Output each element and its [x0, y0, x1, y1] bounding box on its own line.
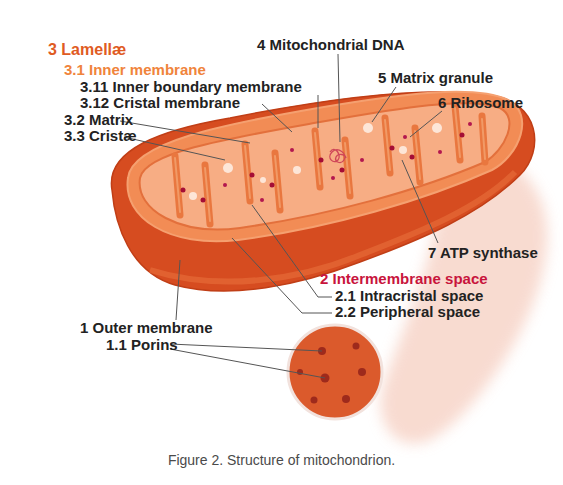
part-label: 2 Intermembrane space: [320, 270, 488, 288]
leader-line: [402, 160, 438, 243]
crista: [415, 128, 420, 182]
part-label: 2.2 Peripheral space: [335, 303, 480, 321]
porin: [342, 395, 350, 403]
matrix-granule: [293, 166, 301, 174]
matrix-granule: [223, 163, 233, 173]
crista: [385, 118, 390, 173]
crista: [175, 156, 180, 215]
porin: [311, 397, 318, 404]
atp-synthase: [460, 133, 465, 138]
matrix-granule: [399, 146, 407, 154]
leader-line: [372, 87, 396, 122]
leader-line: [170, 344, 322, 351]
atp-synthase: [270, 183, 275, 188]
ribosome: [223, 183, 227, 187]
part-label: 3.11 Inner boundary membrane: [80, 78, 302, 96]
part-label: 3.2 Matrix: [64, 111, 133, 129]
atp-synthase: [319, 158, 324, 163]
crista-lumen: [345, 143, 350, 193]
part-label: 3.12 Cristal membrane: [80, 94, 240, 112]
part-label: 7 ATP synthase: [428, 244, 538, 262]
intermembrane-space: [127, 92, 522, 241]
part-label: 6 Ribosome: [438, 94, 523, 112]
leader-line: [232, 238, 332, 313]
crista: [455, 106, 460, 160]
ribosome: [438, 150, 442, 154]
part-label: 1.1 Porins: [106, 336, 178, 354]
porin-magnifier: [288, 325, 382, 419]
atp-synthase: [340, 168, 345, 173]
ribosome: [468, 122, 472, 126]
crista: [205, 165, 210, 224]
crista-lumen: [175, 158, 180, 212]
crista: [345, 140, 350, 196]
atp-synthase: [181, 188, 186, 193]
leader-line: [338, 54, 340, 142]
leader-line: [410, 111, 442, 137]
atp-synthase: [410, 155, 415, 160]
crista-lumen: [482, 119, 485, 159]
crista-lumen: [415, 131, 420, 179]
part-label: 2.1 Intracristal space: [335, 287, 483, 305]
matrix-granule: [363, 123, 373, 133]
outer-membrane: [111, 92, 534, 291]
crista: [275, 153, 280, 210]
matrix-granules: [189, 123, 442, 200]
crista-lumen: [275, 156, 280, 207]
crista: [245, 144, 250, 201]
part-label: 5 Matrix granule: [378, 69, 493, 87]
porin: [358, 368, 366, 376]
matrix: [140, 103, 510, 229]
porins: [297, 343, 366, 404]
porin: [353, 343, 360, 350]
atp-synthase: [201, 198, 206, 203]
crista-lumen: [455, 108, 460, 157]
crista: [482, 116, 485, 162]
ribosomes: [223, 122, 472, 202]
part-label: 3.1 Inner membrane: [64, 61, 206, 79]
crista-lumen: [205, 168, 210, 221]
cristae: [175, 106, 485, 224]
cristae-lumen: [175, 108, 485, 221]
atp-synthase: [390, 146, 395, 151]
leader-line: [318, 95, 319, 128]
crista-lumen: [245, 146, 250, 198]
matrix-granule: [432, 123, 442, 133]
leader-line: [124, 137, 225, 160]
ribosome: [331, 176, 335, 180]
mitochondrial-dna: [330, 149, 346, 162]
atp-synthase: [250, 173, 255, 178]
leader-line: [262, 104, 292, 132]
ribosome: [360, 158, 364, 162]
part-label: 1 Outer membrane: [80, 319, 213, 337]
crista-lumen: [385, 120, 390, 170]
part-label: 3 Lamellæ: [48, 41, 126, 59]
atp-synthases: [181, 133, 465, 203]
matrix-granule: [260, 177, 266, 183]
matrix-granule: [189, 192, 197, 200]
part-label: 4 Mitochondrial DNA: [257, 36, 405, 54]
ribosome: [290, 148, 294, 152]
ribosome: [403, 135, 407, 139]
leader-line: [120, 121, 250, 143]
figure-caption: Figure 2. Structure of mitochondrion.: [0, 451, 563, 469]
part-label: 3.3 Cristæ: [64, 127, 137, 145]
leader-line: [170, 349, 325, 378]
ribosome: [260, 198, 264, 202]
leader-line: [176, 260, 180, 320]
